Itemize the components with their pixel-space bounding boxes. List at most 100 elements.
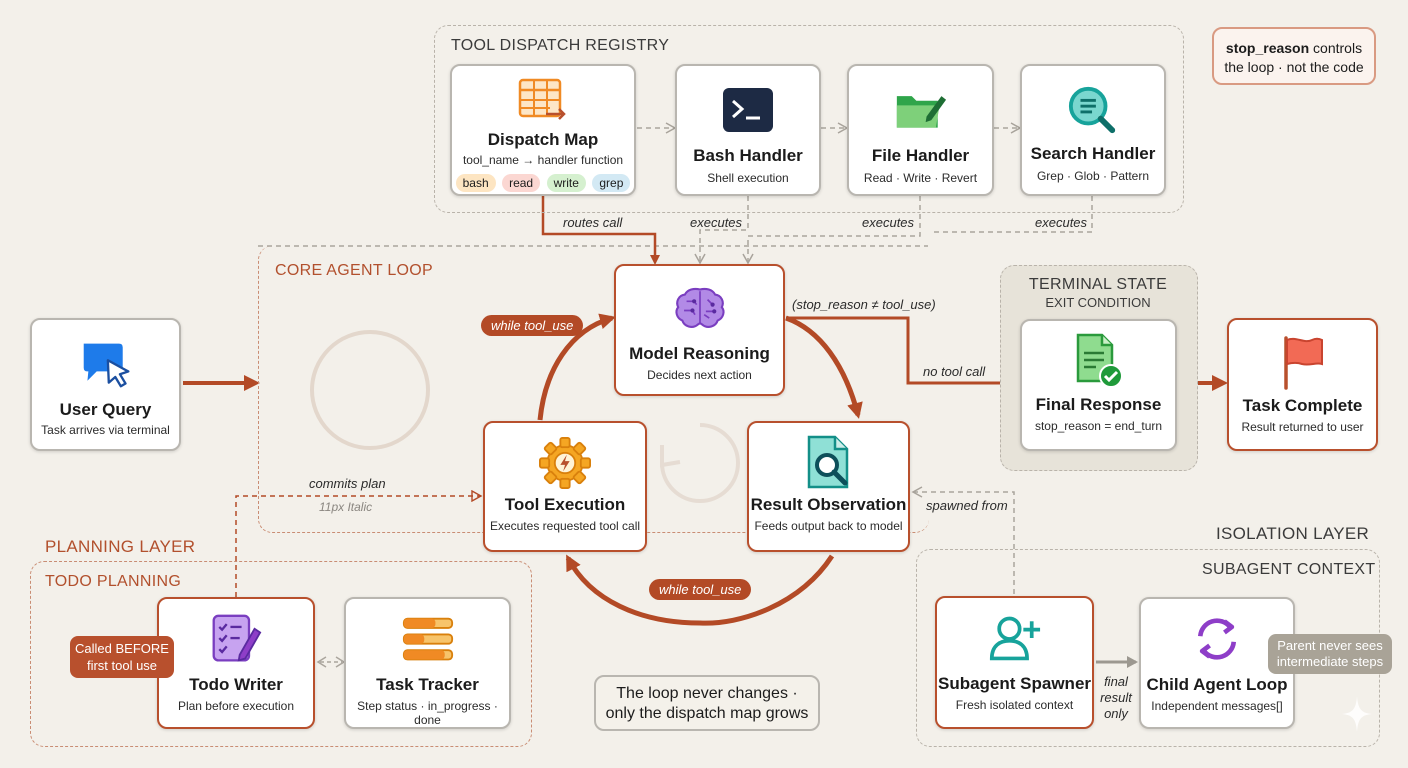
- executes-lines: [258, 196, 1093, 265]
- add-user-icon: [989, 612, 1041, 664]
- folder-edit-icon: [895, 84, 947, 136]
- tool-dispatch-registry-region: [434, 25, 1184, 213]
- spawned-from-arrow: [911, 486, 1015, 594]
- user-query-card[interactable]: User Query Task arrives via terminal: [30, 318, 181, 451]
- parent-note-line1: Parent never sees: [1277, 638, 1383, 653]
- final-result-line3: only: [1104, 706, 1128, 721]
- routes-call-arrow: [541, 196, 660, 265]
- final-result-label: final result only: [1096, 674, 1136, 722]
- while-tool-use-top: while tool_use: [481, 315, 584, 336]
- refresh-cycle-icon: [1191, 613, 1243, 665]
- user-query-title: User Query: [59, 400, 152, 419]
- terminal-title: TERMINAL STATE: [1028, 276, 1168, 293]
- loop-note-line1: The loop never changes ·: [616, 685, 798, 702]
- task-tracker-card[interactable]: Task Tracker Step status · in_progress ·…: [344, 597, 511, 729]
- task-complete-title: Task Complete: [1242, 396, 1363, 415]
- search-handler-sub: Grep · Glob · Pattern: [1036, 169, 1150, 183]
- result-observation-card[interactable]: Result Observation Feeds output back to …: [747, 421, 910, 552]
- faint-refresh-ring: [660, 423, 740, 503]
- result-observation-sub: Feeds output back to model: [754, 519, 903, 533]
- tag-bash: bash: [455, 174, 496, 192]
- final-result-line2: result: [1100, 690, 1132, 705]
- terminal-icon: [722, 84, 774, 136]
- subagent-context-title: SUBAGENT CONTEXT: [1202, 561, 1376, 578]
- faint-ring: [310, 330, 430, 450]
- model-reasoning-sub: Decides next action: [647, 368, 752, 382]
- brain-icon: [674, 282, 726, 334]
- commits-plan-arrow: [235, 496, 480, 597]
- stop-reason-line2: the loop · not the code: [1224, 59, 1364, 75]
- bash-handler-card[interactable]: Bash Handler Shell execution: [675, 64, 821, 196]
- tool-execution-card[interactable]: Tool Execution Executes requested tool c…: [483, 421, 647, 552]
- executes-label-2: executes: [862, 215, 915, 230]
- subagent-spawner-title: Subagent Spawner: [937, 674, 1092, 693]
- planning-layer-title: PLANNING LAYER: [45, 537, 196, 556]
- subagent-spawner-card[interactable]: Subagent Spawner Fresh isolated context: [935, 596, 1094, 729]
- executes-label-3: executes: [1035, 215, 1088, 230]
- parent-never-sees-note: Parent never sees intermediate steps: [1268, 634, 1392, 674]
- child-agent-loop-title: Child Agent Loop: [1146, 675, 1288, 694]
- gear-bolt-icon: [539, 437, 591, 489]
- progress-bars-icon: [402, 615, 454, 665]
- dispatch-map-title: Dispatch Map: [487, 130, 599, 149]
- search-icon: [1067, 84, 1119, 136]
- file-handler-card[interactable]: File Handler Read · Write · Revert: [847, 64, 994, 196]
- model-reasoning-title: Model Reasoning: [629, 344, 770, 363]
- stop-reason-label: (stop_reason ≠ tool_use): [792, 297, 936, 312]
- final-response-title: Final Response: [1035, 395, 1162, 414]
- task-tracker-sub: Step status · in_progress · done: [357, 699, 498, 727]
- final-response-card[interactable]: Final Response stop_reason = end_turn: [1020, 319, 1177, 451]
- final-result-line1: final: [1104, 674, 1128, 689]
- tool-execution-sub: Executes requested tool call: [489, 519, 641, 533]
- chat-cursor-icon: [80, 338, 132, 390]
- task-tracker-title: Task Tracker: [376, 675, 479, 694]
- while-tool-use-bottom: while tool_use: [649, 579, 752, 600]
- sparkle-icon: [1342, 696, 1372, 732]
- called-before-line2: first tool use: [86, 658, 158, 673]
- loop-note-line2: only the dispatch map grows: [605, 705, 809, 722]
- stop-reason-bold: stop_reason: [1225, 40, 1310, 56]
- checklist-pencil-icon: [210, 613, 262, 665]
- search-handler-title: Search Handler: [1030, 144, 1156, 163]
- todo-planning-region: [30, 561, 532, 747]
- tag-read: read: [502, 174, 541, 192]
- stop-reason-note: stop_reason controls the loop · not the …: [1212, 27, 1376, 85]
- italic-hint-label: 11px Italic: [319, 500, 373, 514]
- called-before-note: Called BEFORE first tool use: [70, 636, 174, 678]
- task-complete-card[interactable]: Task Complete Result returned to user: [1227, 318, 1378, 451]
- todo-writer-title: Todo Writer: [189, 675, 283, 694]
- tag-grep: grep: [592, 174, 631, 192]
- child-agent-loop-sub: Independent messages[]: [1151, 699, 1283, 713]
- dispatch-map-sub: tool_name → handler function: [462, 153, 624, 167]
- bash-handler-sub: Shell execution: [707, 171, 789, 185]
- subagent-spawner-sub: Fresh isolated context: [955, 698, 1074, 712]
- todo-planning-title: TODO PLANNING: [45, 573, 182, 590]
- file-handler-sub: Read · Write · Revert: [863, 171, 978, 185]
- called-before-line1: Called BEFORE: [75, 641, 169, 656]
- core-loop-title: CORE AGENT LOOP: [275, 262, 434, 279]
- registry-title: TOOL DISPATCH REGISTRY: [451, 37, 670, 54]
- tool-execution-title: Tool Execution: [504, 495, 626, 514]
- exit-arrow: [786, 316, 1020, 391]
- flag-icon: [1277, 336, 1329, 390]
- file-handler-title: File Handler: [871, 146, 970, 165]
- todo-writer-card[interactable]: Todo Writer Plan before execution: [157, 597, 315, 729]
- dispatch-map-card[interactable]: Dispatch Map tool_name → handler functio…: [450, 64, 636, 196]
- result-observation-title: Result Observation: [750, 495, 907, 514]
- loop-never-changes-note: The loop never changes · only the dispat…: [594, 675, 820, 731]
- search-handler-card[interactable]: Search Handler Grep · Glob · Pattern: [1020, 64, 1166, 196]
- terminal-subtitle: EXIT CONDITION: [1045, 295, 1151, 310]
- task-complete-sub: Result returned to user: [1241, 420, 1364, 434]
- user-query-sub: Task arrives via terminal: [41, 423, 170, 437]
- model-reasoning-card[interactable]: Model Reasoning Decides next action: [614, 264, 785, 396]
- routes-call-label: routes call: [563, 215, 623, 230]
- stop-reason-rest: controls: [1309, 40, 1363, 56]
- bash-handler-title: Bash Handler: [693, 146, 803, 165]
- commits-plan-label: commits plan: [309, 476, 386, 491]
- loop-arcs: [537, 313, 863, 626]
- spawned-from-label: spawned from: [926, 498, 1008, 513]
- final-response-sub: stop_reason = end_turn: [1034, 419, 1163, 433]
- no-tool-call-label: no tool call: [923, 364, 986, 379]
- document-check-icon: [1073, 333, 1125, 388]
